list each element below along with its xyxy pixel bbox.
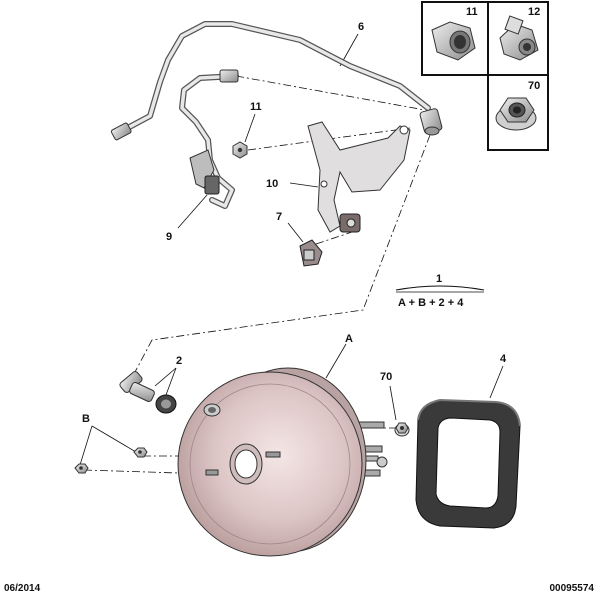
label-2: 2 — [176, 355, 182, 367]
flange-nut-70-inset — [495, 97, 537, 131]
label-10: 10 — [266, 178, 278, 190]
elbow-fitting-2 — [119, 371, 177, 414]
vacuum-hose-9 — [179, 69, 239, 209]
brake-booster-a — [177, 367, 388, 557]
inset-label-12: 12 — [528, 6, 540, 18]
label-a: A — [345, 333, 353, 345]
inset-boxes — [421, 1, 549, 151]
nut-11 — [232, 141, 248, 159]
label-7: 7 — [276, 211, 282, 223]
label-b: B — [82, 413, 90, 425]
kit-formula — [395, 285, 485, 293]
diagram-date: 06/2014 — [4, 583, 41, 594]
label-70: 70 — [380, 371, 392, 383]
label-9: 9 — [166, 231, 172, 243]
callout-labels: 6 11 10 7 9 1 A + B + 2 + 4 2 A 70 4 B 1… — [82, 6, 540, 425]
brake-pipe-6 — [110, 21, 443, 141]
inset-label-70: 70 — [528, 80, 540, 92]
label-11: 11 — [250, 101, 262, 113]
inset-label-11: 11 — [466, 6, 478, 18]
label-6: 6 — [358, 21, 364, 33]
formula-text: A + B + 2 + 4 — [398, 297, 464, 309]
nuts-b — [74, 447, 148, 474]
flange-nut-70 — [394, 422, 410, 437]
label-1: 1 — [436, 273, 442, 285]
nut-11-inset — [431, 21, 476, 61]
bracket-10 — [307, 121, 411, 233]
clip-nut-12-inset — [499, 15, 539, 61]
diagram-reference: 00095574 — [549, 583, 595, 594]
clip-7 — [299, 239, 323, 267]
label-4: 4 — [500, 353, 507, 365]
gasket-seal-4 — [415, 398, 521, 529]
